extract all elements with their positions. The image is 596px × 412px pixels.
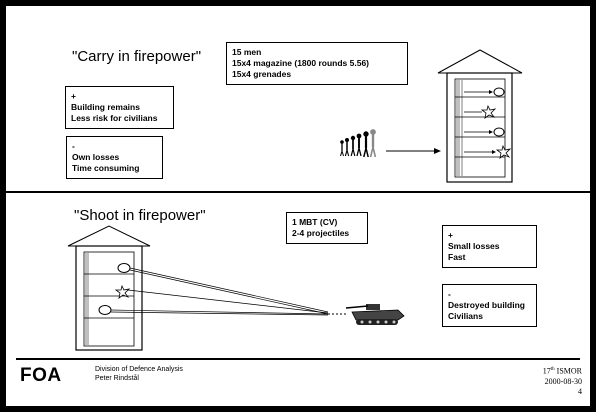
bottom-title: "Shoot in firepower"	[74, 207, 206, 224]
top-resources-box: 15 men 15x4 magazine (1800 rounds 5.56) …	[226, 42, 408, 85]
top-title: "Carry in firepower"	[72, 48, 202, 65]
explosion-icon	[480, 104, 497, 119]
building-top-icon	[437, 49, 523, 183]
footer-author: Peter Rindstål	[95, 375, 139, 382]
footer-org-block: Division of Defence Analysis Peter Rinds…	[95, 365, 183, 383]
cons-line: Time consuming	[72, 163, 140, 173]
target-icon	[493, 87, 505, 97]
bottom-resource-line: 1 MBT (CV)	[292, 217, 338, 227]
pros-line: Small losses	[448, 241, 500, 251]
target-icon	[117, 263, 131, 273]
pros-line: Fast	[448, 252, 466, 262]
pros-line: Less risk for civilians	[71, 113, 158, 123]
explosion-icon	[114, 284, 131, 299]
bottom-illustration	[67, 225, 405, 351]
pros-sign: +	[71, 91, 76, 101]
pros-sign: +	[448, 230, 453, 240]
bottom-resource-line: 2-4 projectiles	[292, 228, 350, 238]
section-divider	[6, 191, 590, 193]
footer-divider	[16, 358, 580, 360]
foa-logo: FOA	[20, 365, 62, 386]
explosion-icon	[495, 144, 512, 159]
footer-date: 2000-08-30	[544, 376, 582, 386]
bottom-resources-box: 1 MBT (CV) 2-4 projectiles	[286, 212, 368, 244]
target-icon	[493, 127, 505, 137]
fire-lines	[110, 267, 329, 316]
top-illustration	[340, 49, 523, 183]
target-icon	[98, 305, 112, 315]
cons-line: Civilians	[448, 311, 483, 321]
top-pros-box: + Building remains Less risk for civilia…	[65, 86, 174, 129]
tank-icon	[345, 304, 405, 325]
building-bottom-icon	[67, 225, 151, 351]
top-cons-box: - Own losses Time consuming	[66, 136, 163, 179]
cons-sign: -	[72, 141, 75, 151]
slide: "Carry in firepower" 15 men 15x4 magazin…	[6, 6, 590, 406]
bottom-pros-box: + Small losses Fast	[442, 225, 537, 268]
cons-line: Destroyed building	[448, 300, 525, 310]
top-resource-line: 15x4 grenades	[232, 69, 292, 79]
conference-name: 17th ISMOR	[542, 366, 582, 376]
footer-org: Division of Defence Analysis	[95, 366, 183, 373]
soldier-figures-icon	[340, 129, 377, 158]
footer-right-block: 17th ISMOR 2000-08-30 4	[543, 365, 582, 397]
cons-sign: -	[448, 289, 451, 299]
pros-line: Building remains	[71, 102, 140, 112]
top-resource-line: 15x4 magazine (1800 rounds 5.56)	[232, 58, 370, 68]
top-resource-line: 15 men	[232, 47, 262, 57]
bottom-cons-box: - Destroyed building Civilians	[442, 284, 537, 327]
cons-line: Own losses	[72, 152, 120, 162]
page-number: 4	[578, 386, 582, 396]
